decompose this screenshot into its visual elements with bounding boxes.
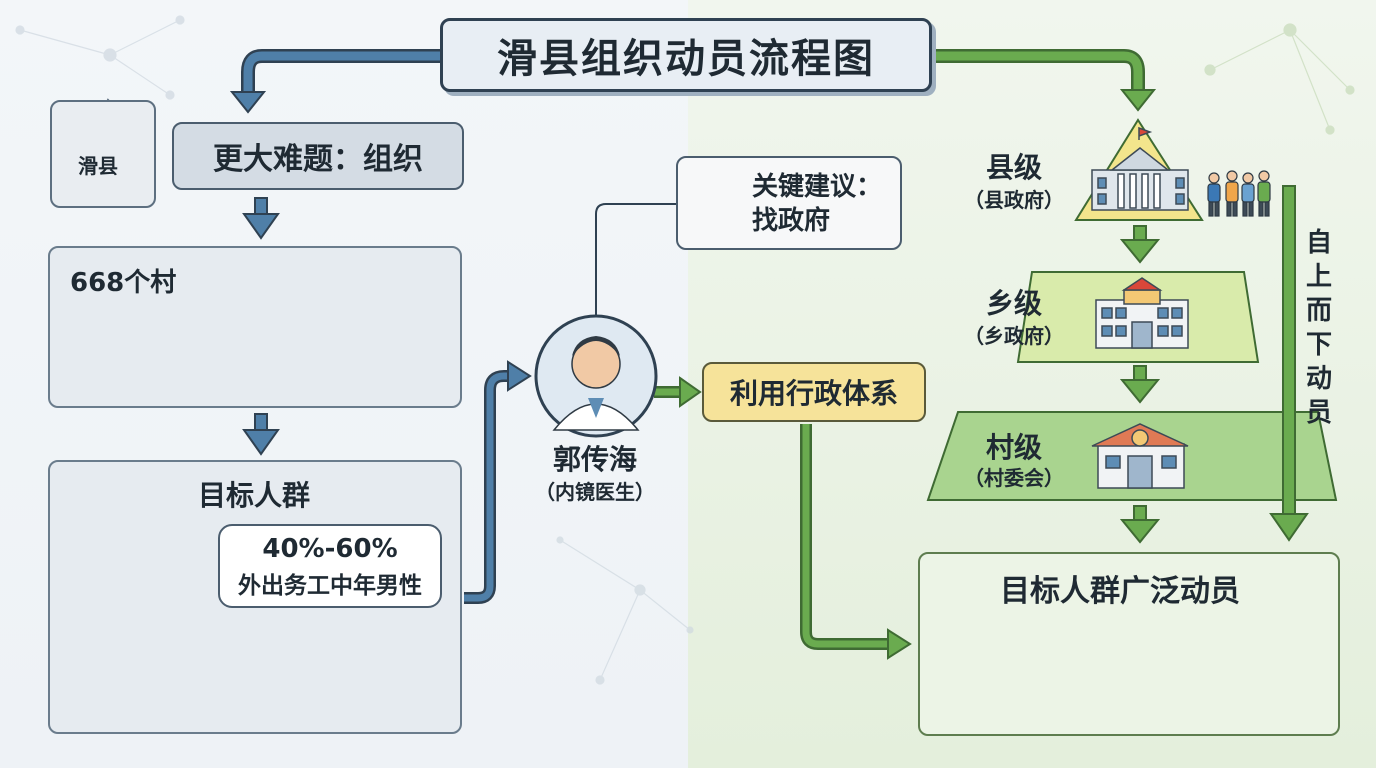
bubble-description: 外出务工中年男性 [238, 573, 422, 599]
target-group-label: 目标人群 [198, 479, 311, 512]
village-level-label: 村级 [985, 431, 1042, 464]
township-building-icon [1095, 277, 1189, 349]
county-level-label: 县级 [985, 151, 1042, 184]
officials-group-icon [1207, 170, 1271, 217]
result-title: 目标人群广泛动员 [1000, 574, 1240, 609]
topdown-arrowhead [1269, 513, 1309, 542]
hua-county-card [50, 100, 156, 208]
advice-line-2: 找政府 [752, 206, 831, 236]
village-level-sub: （村委会） [964, 466, 1064, 490]
result-card [918, 552, 1340, 736]
arrowhead-target-to-doctor [507, 360, 532, 392]
arrowhead-title-left [229, 91, 267, 114]
county-level-sub: （县政府） [964, 188, 1064, 212]
arrow-target-to-doctor [464, 372, 512, 602]
arrow-problem-to-villages [242, 197, 280, 240]
doctor-role: （内镜医生） [535, 480, 655, 504]
problem-box: 更大难题：组织 [172, 122, 464, 190]
county-building-icon [1091, 126, 1189, 211]
network-decoration-right [1204, 23, 1355, 135]
village-building-icon [1091, 423, 1189, 489]
arrowhead-title-right [1119, 89, 1157, 112]
township-level-sub: （乡政府） [964, 324, 1064, 348]
township-level-label: 乡级 [985, 287, 1042, 320]
line-doctor-to-advice [595, 203, 676, 318]
topdown-arrow-shaft [1282, 185, 1296, 517]
doctor-avatar [534, 314, 658, 438]
arrow-title-right-outline [932, 49, 1145, 92]
pyramid-arrows [1119, 225, 1161, 544]
villages-card [48, 246, 462, 408]
target-speech-bubble: 40%-60% 外出务工中年男性 [218, 524, 442, 608]
arrow-title-left-outline [241, 49, 440, 96]
advice-card [676, 156, 902, 250]
bubble-percent: 40%-60% [262, 534, 398, 564]
arrow-title-left [243, 51, 440, 96]
page-title: 滑县组织动员流程图 [440, 18, 932, 92]
hua-county-label: 滑县 [78, 154, 118, 178]
arrow-title-right [932, 51, 1143, 92]
arrow-villages-to-target [242, 413, 280, 456]
arrow-admin-to-result [802, 424, 892, 648]
doctor-name: 郭传海 [552, 443, 637, 476]
network-decoration [15, 15, 694, 685]
villages-count: 668个村 [70, 268, 177, 298]
top-down-label: 自上而下动员 [1305, 228, 1332, 428]
advice-text: 关键建议： 找政府 [752, 170, 882, 238]
admin-system-box: 利用行政体系 [702, 362, 926, 422]
advice-line-1: 关键建议： [752, 172, 883, 202]
